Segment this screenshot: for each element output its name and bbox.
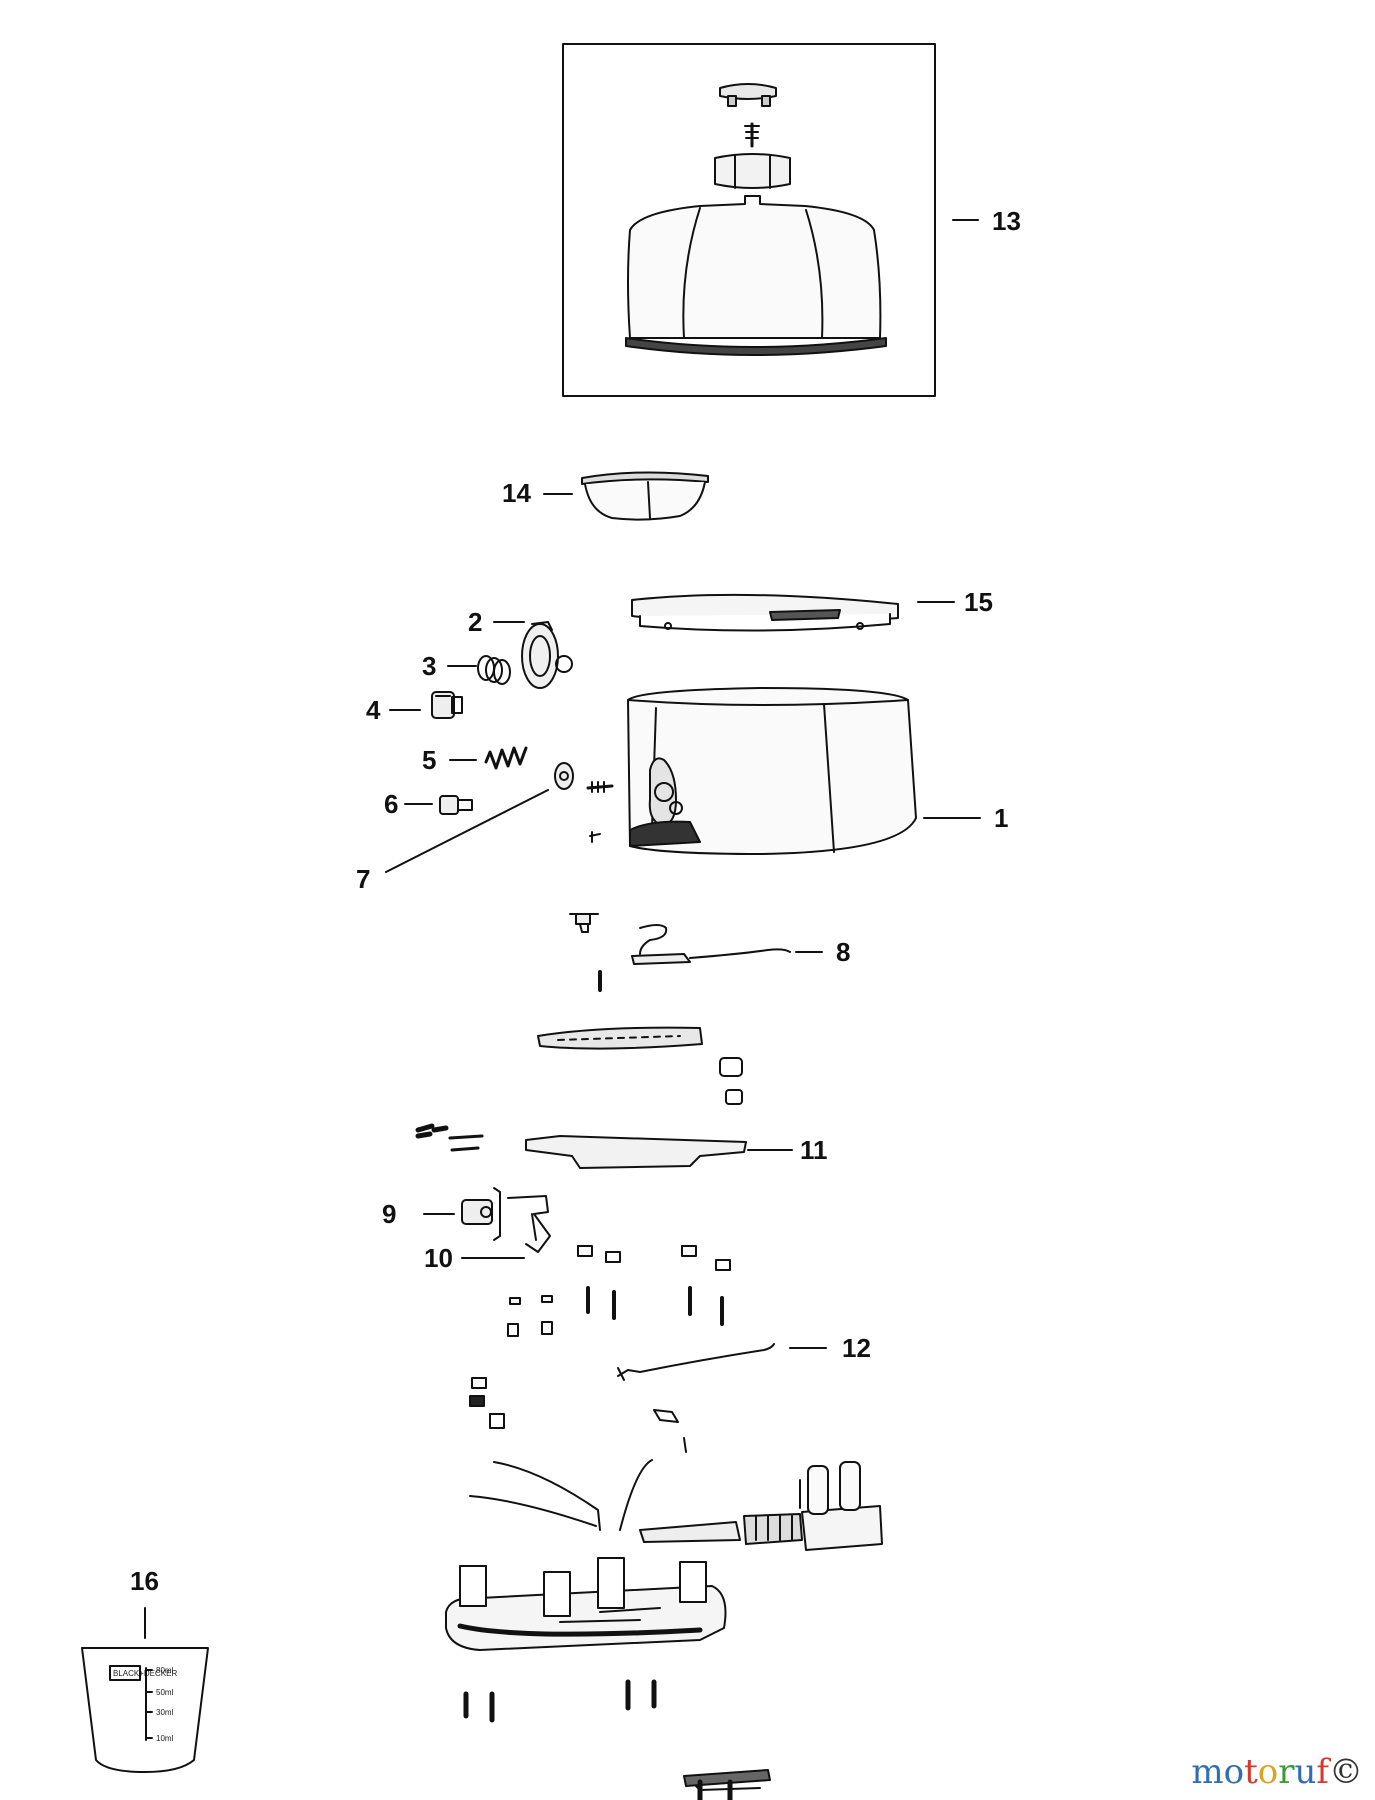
watermark-letter: m — [1191, 1752, 1224, 1792]
callout-16: 16 — [130, 1566, 159, 1596]
part-4-knob — [431, 691, 463, 719]
callout-14: 14 — [502, 478, 531, 508]
part-1-housing — [627, 687, 917, 855]
part-11-bracket — [415, 1123, 747, 1169]
callout-10: 10 — [424, 1243, 453, 1273]
part-2-switch-cover — [521, 621, 573, 689]
base-plate — [445, 1557, 727, 1651]
callout-6: 6 — [384, 789, 399, 819]
part-5-spring — [484, 746, 528, 770]
watermark-letter: u — [1294, 1752, 1317, 1792]
watermark-letter: f — [1316, 1752, 1329, 1792]
callout-7: 7 — [356, 864, 371, 894]
base-screws — [463, 1679, 771, 1800]
leader-lines — [144, 219, 981, 1639]
watermark-letter: r — [1278, 1752, 1295, 1792]
callout-4: 4 — [366, 695, 381, 725]
callout-5: 5 — [422, 745, 437, 775]
watermark-letter: o — [1223, 1752, 1245, 1792]
part-13-box — [562, 43, 936, 397]
heating-plate — [537, 1026, 743, 1105]
part-12-wire — [469, 1343, 775, 1453]
callout-2: 2 — [468, 607, 483, 637]
watermark-letter: o — [1257, 1752, 1279, 1792]
small-hardware — [507, 1245, 731, 1337]
watermark: motoruf© — [1191, 1752, 1363, 1792]
callout-9: 9 — [382, 1199, 397, 1229]
part-16-measuring-cup: BLACK+DECKER 80ml 50ml 30ml 10ml — [81, 1647, 209, 1773]
part-10-clip — [507, 1195, 551, 1253]
part-6-pin — [439, 795, 473, 815]
callout-13: 13 — [992, 206, 1021, 236]
watermark-letter: t — [1244, 1752, 1258, 1792]
part-15-tray — [631, 593, 899, 632]
callout-3: 3 — [422, 651, 437, 681]
watermark-letter: © — [1329, 1752, 1363, 1792]
part-3-spring — [477, 655, 511, 685]
callout-12: 12 — [842, 1333, 871, 1363]
callout-8: 8 — [836, 937, 851, 967]
part-8-thermostat — [569, 913, 791, 992]
part-13-lid-assembly — [625, 83, 887, 356]
cup-mark-50: 50ml — [156, 1688, 174, 1697]
cup-brand-badge — [109, 1665, 141, 1681]
callout-1: 1 — [994, 803, 1009, 833]
callout-15: 15 — [964, 587, 993, 617]
cup-mark-30: 30ml — [156, 1708, 174, 1717]
power-cord-plug — [469, 1459, 883, 1551]
part-7-washer — [554, 762, 614, 843]
cup-mark-10: 10ml — [156, 1734, 174, 1743]
part-9-thermal-fuse — [461, 1187, 501, 1241]
part-14-filter-basket — [581, 471, 709, 521]
callout-11: 11 — [800, 1135, 828, 1165]
cup-mark-80: 80ml — [156, 1666, 174, 1675]
